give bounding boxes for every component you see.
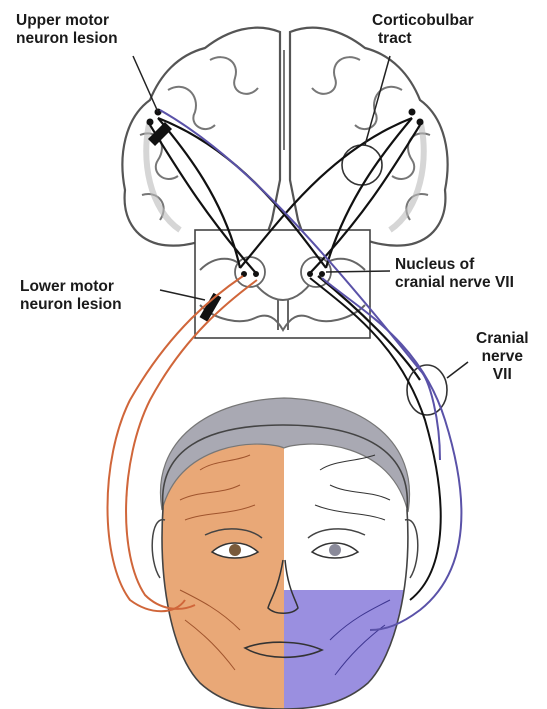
brainstem-inset-box xyxy=(195,230,370,338)
label-line: neuron lesion xyxy=(16,30,118,48)
label-line: Corticobulbar xyxy=(372,12,474,30)
label-line: Lower motor xyxy=(20,278,122,296)
label-line: nerve xyxy=(476,348,529,366)
left-iris xyxy=(229,544,241,556)
label-line: neuron lesion xyxy=(20,296,122,314)
label-line: Upper motor xyxy=(16,12,118,30)
right-lower-face-affected xyxy=(284,590,414,709)
label-line: Cranial xyxy=(476,330,529,348)
nucleus-cranial-nerve-label: Nucleus of cranial nerve VII xyxy=(395,256,514,292)
corticobulbar-tract-label: Corticobulbar tract xyxy=(372,12,474,48)
label-line: Nucleus of xyxy=(395,256,514,274)
lower-motor-neuron-lesion-label: Lower motor neuron lesion xyxy=(20,278,122,314)
cranial-nerve-vii-label: Cranial nerve VII xyxy=(476,330,529,384)
label-line: cranial nerve VII xyxy=(395,274,514,292)
upper-motor-neuron-lesion-label: Upper motor neuron lesion xyxy=(16,12,118,48)
label-line: tract xyxy=(372,30,474,48)
right-iris xyxy=(329,544,341,556)
label-line: VII xyxy=(476,366,529,384)
face xyxy=(150,398,418,709)
